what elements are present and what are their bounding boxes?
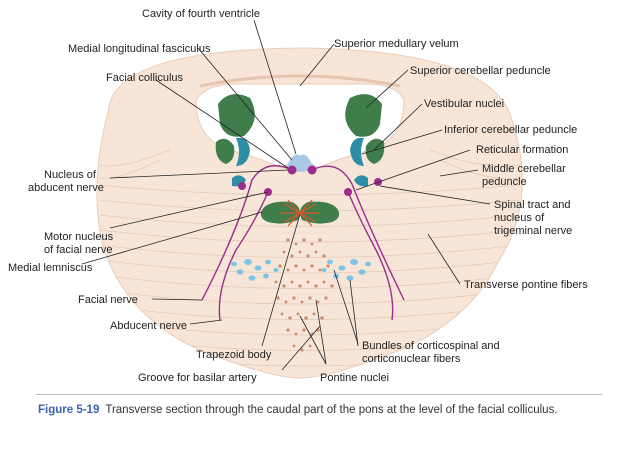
label-middle-cerebellar-peduncle-1: Middle cerebellar <box>482 163 566 175</box>
caption-divider <box>36 394 602 395</box>
label-facial-colliculus: Facial colliculus <box>106 72 184 84</box>
pontine-nuclei-dots <box>274 238 334 352</box>
trapezoid-body <box>280 199 320 227</box>
facial-nerve-right <box>311 165 405 301</box>
label-medial-longitudinal-fasciculus: Medial longitudinal fasciculus <box>68 43 211 55</box>
label-abducent-nerve: Abducent nerve <box>110 320 187 332</box>
label-pontine-nuclei: Pontine nuclei <box>320 372 389 384</box>
superior-cerebellar-peduncle-right <box>345 94 382 137</box>
corticospinal-bundles <box>231 259 371 281</box>
vestibular-nucleus-left <box>215 138 235 164</box>
label-nucleus-abducent-1: Nucleus of <box>44 169 97 181</box>
label-bundles-2: corticonuclear fibers <box>362 353 461 365</box>
label-groove-basilar-artery: Groove for basilar artery <box>138 372 257 384</box>
label-facial-nerve: Facial nerve <box>78 294 138 306</box>
superior-medullary-velum <box>199 74 401 88</box>
label-vestibular-nuclei: Vestibular nuclei <box>424 98 504 110</box>
label-spinal-tract-2: nucleus of <box>494 212 545 224</box>
label-superior-medullary-velum: Superior medullary velum <box>334 38 459 50</box>
abducent-nerve-right <box>347 191 394 321</box>
label-medial-lemniscus: Medial lemniscus <box>8 262 93 274</box>
figure-number: Figure 5-19 <box>38 404 100 416</box>
label-cavity-fourth-ventricle: Cavity of fourth ventricle <box>142 8 260 20</box>
figure-caption: Figure 5-19 Transverse section through th… <box>38 403 598 418</box>
label-motor-facial-1: Motor nucleus <box>44 231 114 243</box>
label-trapezoid-body: Trapezoid body <box>196 349 272 361</box>
leader-lines <box>81 19 491 371</box>
label-reticular-formation: Reticular formation <box>476 144 568 156</box>
caption-text: Transverse section through the caudal pa… <box>105 404 558 416</box>
label-transverse-pontine-fibers: Transverse pontine fibers <box>464 279 588 291</box>
nerves <box>201 165 405 321</box>
abducent-nerve-left <box>218 191 269 321</box>
label-inferior-cerebellar-peduncle: Inferior cerebellar peduncle <box>444 124 577 136</box>
label-nucleus-abducent-2: abducent nerve <box>28 182 104 194</box>
spinal-trigeminal-tract-right <box>354 175 368 187</box>
label-superior-cerebellar-peduncle: Superior cerebellar peduncle <box>410 65 551 77</box>
facial-nerve-left <box>201 165 293 301</box>
label-bundles-1: Bundles of corticospinal and <box>362 340 500 352</box>
label-spinal-tract-1: Spinal tract and <box>494 199 570 211</box>
spinal-trigeminal-nucleus-left <box>238 182 246 190</box>
label-spinal-tract-3: trigeminal nerve <box>494 225 572 237</box>
inferior-cerebellar-peduncle-right <box>350 137 364 166</box>
label-motor-facial-2: of facial nerve <box>44 244 112 256</box>
inferior-cerebellar-peduncle-left <box>236 137 250 166</box>
label-middle-cerebellar-peduncle-2: peduncle <box>482 176 527 188</box>
